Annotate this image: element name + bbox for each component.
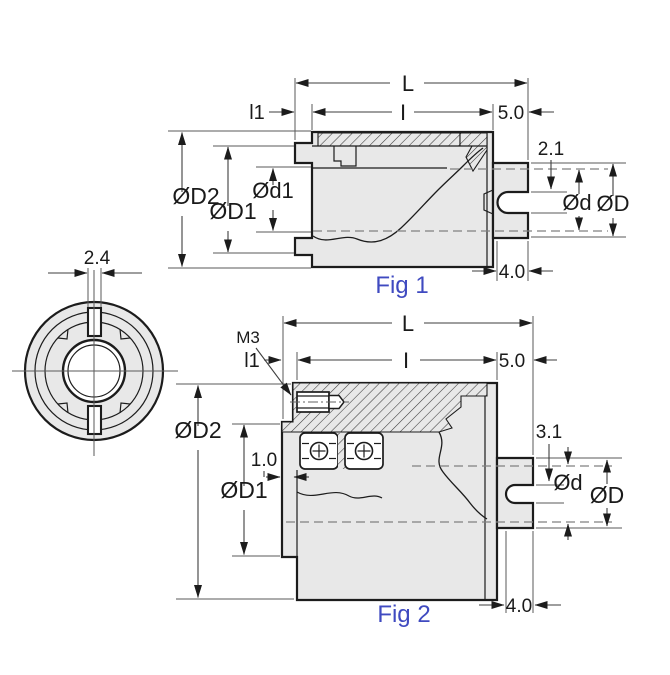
fig1-dim-D-label: ØD bbox=[597, 191, 630, 216]
fig2-dim-D1-label: ØD1 bbox=[220, 477, 267, 503]
fig1-hatch-strip bbox=[317, 132, 461, 147]
fig1-shaft-stub bbox=[491, 161, 530, 240]
fig1-dim-d-label: Ød bbox=[562, 190, 591, 215]
front-view: 2.4 bbox=[12, 248, 178, 456]
fig2-dim-l1-label: l1 bbox=[244, 350, 260, 372]
fig2-break-line-large bbox=[438, 431, 488, 520]
fig1-dim-5-label: 5.0 bbox=[498, 103, 524, 124]
fig2-section-view: L I l1 5.0 M3 3.1 Ød ØD 1.0 ØD2 ØD1 4.0 … bbox=[174, 311, 624, 628]
fig2-dim-L-label: L bbox=[402, 311, 414, 336]
fig1-dimension-lines bbox=[178, 79, 617, 275]
fig1-caption: Fig 1 bbox=[375, 272, 428, 299]
fig2-caption: Fig 2 bbox=[377, 601, 430, 628]
fig1-wall-notch bbox=[483, 189, 494, 215]
fig2-dim-d-label: Ød bbox=[553, 470, 582, 495]
fig2-bearing-left bbox=[299, 432, 339, 470]
fig2-dim-4-label: 4.0 bbox=[506, 596, 532, 617]
fig1-dim-d1-label: Ød1 bbox=[252, 178, 294, 203]
front-dim-24-label: 2.4 bbox=[84, 248, 111, 269]
fig2-dim-m3-label: M3 bbox=[236, 328, 260, 347]
fig2-bearing-right bbox=[344, 432, 384, 470]
front-ring-notches bbox=[57, 328, 131, 414]
fig2-dim-5-label: 5.0 bbox=[499, 351, 525, 372]
fig2-m3-hole bbox=[290, 391, 349, 413]
fig2-dim-D2-label: ØD2 bbox=[174, 417, 221, 443]
fig2-dim-I-label: I bbox=[403, 348, 409, 373]
fig1-dim-D2-label: ØD2 bbox=[172, 183, 219, 209]
fig2-dim-31-label: 3.1 bbox=[536, 422, 562, 443]
fig2-extension-lines bbox=[176, 316, 622, 613]
fig1-body bbox=[293, 130, 495, 269]
fig1-dim-21-label: 2.1 bbox=[538, 139, 564, 160]
fig2-dim-D-label: ØD bbox=[590, 482, 625, 508]
fig2-hub-hatch bbox=[338, 433, 345, 469]
fig1-dim-D1-label: ØD1 bbox=[209, 198, 256, 224]
front-dimension-lines bbox=[48, 268, 142, 307]
fig2-shaft-stub bbox=[495, 456, 535, 530]
fig1-dim-4-label: 4.0 bbox=[499, 262, 525, 283]
fig1-dim-l1-label: l1 bbox=[249, 102, 265, 124]
fig1-dim-L-label: L bbox=[402, 71, 414, 96]
fig2-dim-10-label: 1.0 bbox=[251, 450, 277, 471]
fig1-step-detail bbox=[333, 146, 357, 167]
fig1-extension-lines bbox=[168, 78, 626, 281]
fig1-section-view: L I l1 5.0 2.1 Ød ØD 4.0 ØD2 ØD1 Ød1 Fig… bbox=[168, 71, 630, 299]
fig1-dim-I-label: I bbox=[400, 100, 406, 125]
fig2-dimension-lines bbox=[194, 319, 611, 609]
fig2-break-line-small bbox=[296, 491, 383, 499]
fig1-break-line bbox=[312, 147, 484, 243]
